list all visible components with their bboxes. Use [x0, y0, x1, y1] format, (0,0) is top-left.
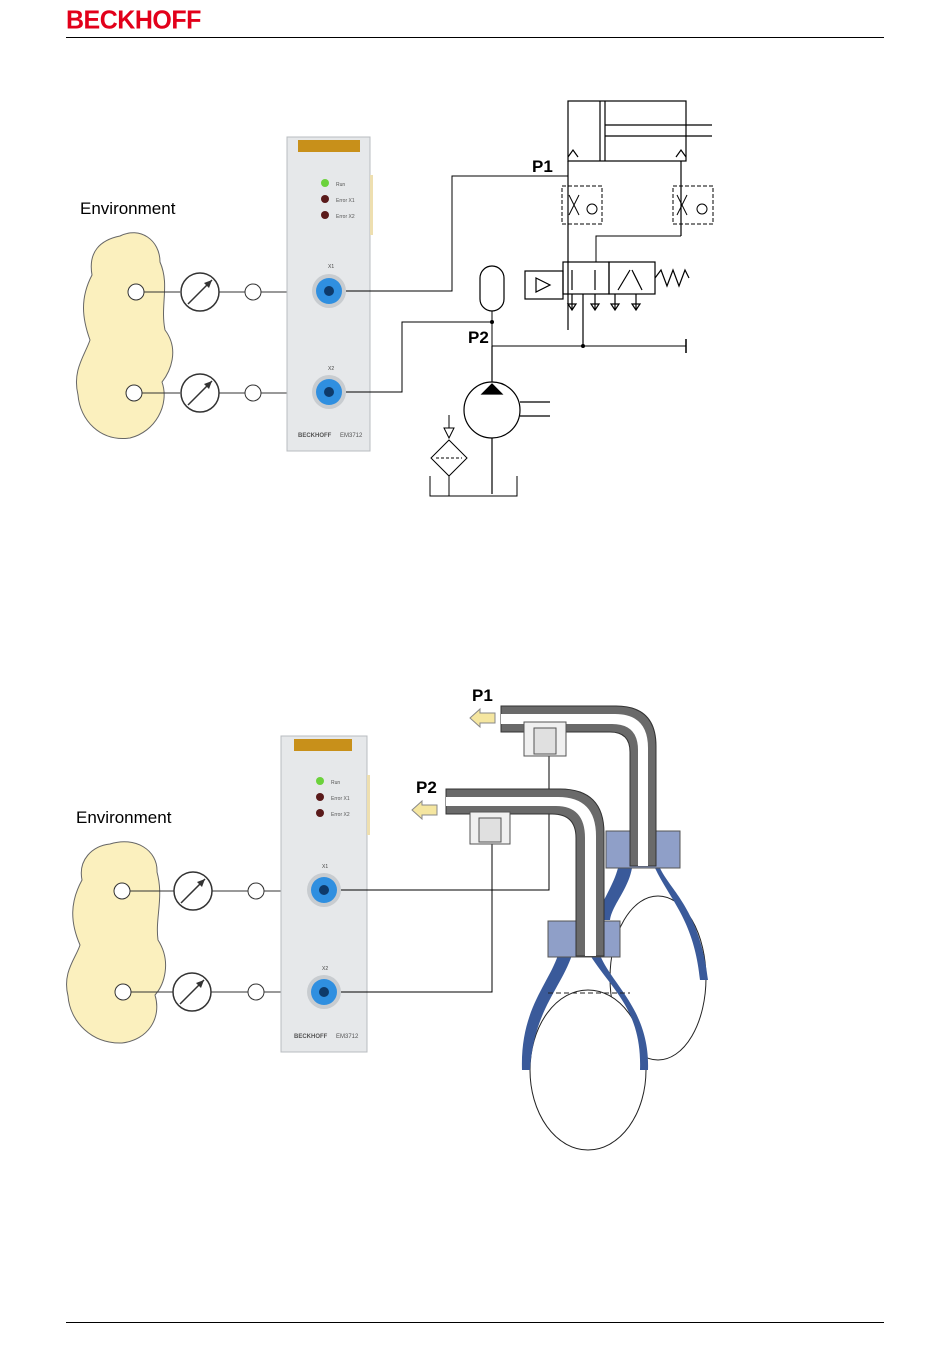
- svg-text:BECKHOFF: BECKHOFF: [294, 1034, 328, 1040]
- pump-icon: [464, 346, 550, 494]
- error2-led-icon: [321, 211, 329, 219]
- svg-text:Run: Run: [331, 780, 340, 786]
- p1-arrow-icon: [470, 709, 495, 727]
- environment-label: Environment: [76, 808, 172, 827]
- p2-label: P2: [416, 778, 437, 797]
- figure-pneumatic-cylinder: Environment Run Error X1 Error X2: [0, 0, 950, 530]
- svg-text:Error X2: Error X2: [331, 812, 350, 818]
- svg-text:X2: X2: [322, 966, 328, 972]
- em3712-module: Run Error X1 Error X2 X1 X2 BECKHOFF EM3…: [287, 137, 373, 451]
- error2-led-icon: [316, 809, 324, 817]
- filter-icon: [431, 415, 467, 496]
- error1-led-icon: [321, 195, 329, 203]
- footer-rule: [66, 1322, 884, 1323]
- svg-text:Run: Run: [336, 182, 345, 188]
- svg-text:X1: X1: [322, 864, 328, 870]
- svg-text:X1: X1: [328, 264, 334, 270]
- svg-text:Error X1: Error X1: [336, 198, 355, 204]
- figure-vacuum-grippers: Environment Run Error X1 Error X2 X1: [0, 650, 950, 1170]
- svg-text:EM3712: EM3712: [340, 433, 363, 439]
- p2-arrow-icon: [412, 801, 437, 819]
- p2-label: P2: [468, 328, 489, 347]
- svg-text:X2: X2: [328, 366, 334, 372]
- module-label-strip: [298, 140, 360, 152]
- p1-label: P1: [532, 157, 553, 176]
- environment-cloud: [76, 233, 172, 439]
- environment-cloud: [67, 842, 166, 1043]
- accumulator-icon: [480, 266, 504, 311]
- directional-valve: [525, 262, 689, 346]
- svg-text:Error X2: Error X2: [336, 214, 355, 220]
- svg-text:EM3712: EM3712: [336, 1034, 359, 1040]
- error1-led-icon: [316, 793, 324, 801]
- tank-icon: [430, 476, 517, 496]
- module-label-strip: [294, 739, 352, 751]
- run-led-icon: [321, 179, 329, 187]
- run-led-icon: [316, 777, 324, 785]
- p1-label: P1: [472, 686, 493, 705]
- throttle-valve-2: [673, 186, 713, 224]
- pneumatic-cylinder: [568, 101, 712, 330]
- svg-text:BECKHOFF: BECKHOFF: [298, 433, 332, 439]
- environment-label: Environment: [80, 199, 176, 218]
- svg-text:Error X1: Error X1: [331, 796, 350, 802]
- em3712-module: Run Error X1 Error X2 X1 X2 BECKHOFF EM3…: [281, 736, 370, 1052]
